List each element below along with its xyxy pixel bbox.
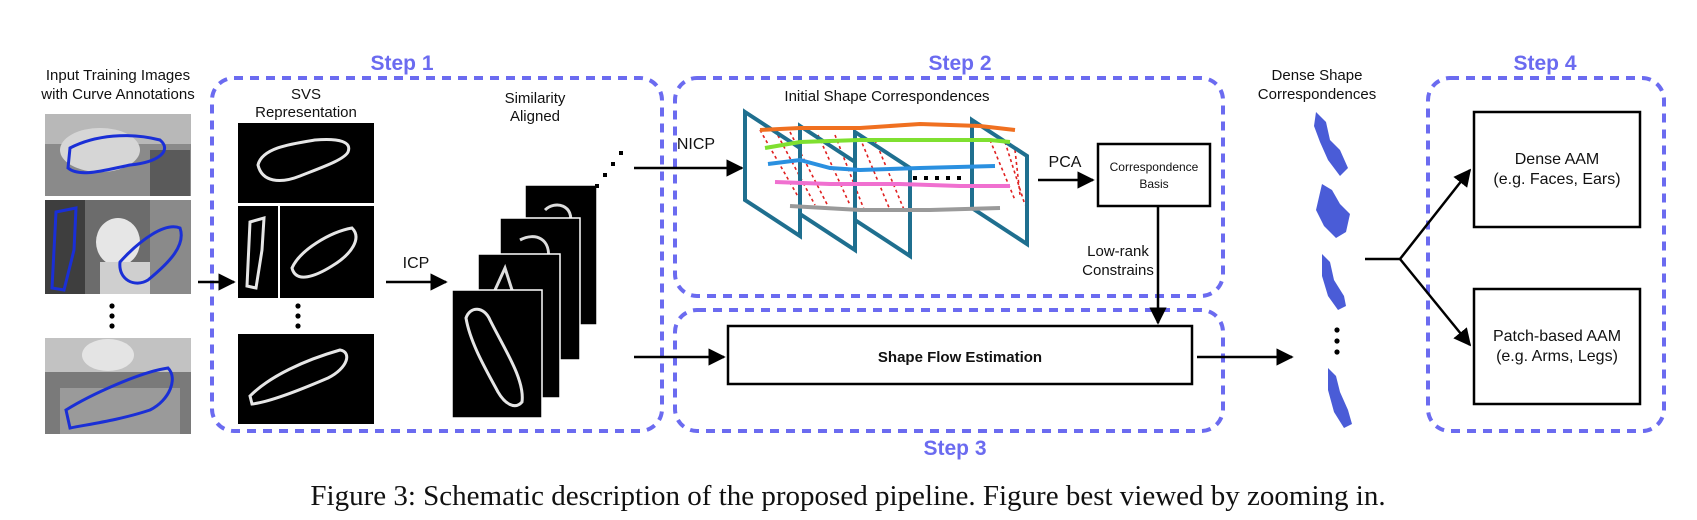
dense-shapes	[1314, 112, 1352, 428]
dense-aam-subtitle: (e.g. Faces, Ears)	[1493, 171, 1620, 188]
aligned-stack	[451, 184, 598, 419]
low-rank-label-line1: Low-rank	[1087, 243, 1149, 260]
correspondence-frames	[743, 108, 1029, 260]
svs-image-1	[238, 123, 374, 203]
input-photo-3	[45, 338, 191, 434]
low-rank-label-line2: Constrains	[1082, 262, 1154, 279]
patch-aam-title: Patch-based AAM	[1493, 328, 1621, 345]
input-images-label-line1: Input Training Images	[46, 67, 190, 84]
dense-aam-title: Dense AAM	[1515, 151, 1599, 168]
pca-label: PCA	[1049, 154, 1082, 171]
input-photo-1	[45, 114, 191, 196]
svs-image-4	[238, 334, 374, 424]
svs-label-line1: SVS	[291, 86, 321, 103]
nicp-label: NICP	[677, 136, 715, 153]
dense-corr-label-line1: Dense Shape	[1272, 67, 1363, 84]
shape-flow-box	[726, 324, 1194, 386]
dense-corr-label-line2: Correspondences	[1258, 86, 1376, 103]
step-1-label: Step 1	[370, 52, 433, 75]
figure-caption: Figure 3: Schematic description of the p…	[310, 480, 1385, 512]
dense-ellipsis	[1334, 327, 1340, 355]
similarity-label-line2: Aligned	[510, 108, 560, 125]
patch-aam-box	[1472, 287, 1642, 406]
branch-arrows	[1365, 168, 1472, 347]
input-photo-2	[45, 200, 191, 294]
correspondence-basis-line2: Basis	[1139, 177, 1168, 191]
svs-image-2	[238, 206, 278, 298]
step-3-box	[673, 308, 1225, 433]
svs-image-3	[280, 206, 374, 298]
svs-label-line2: Representation	[255, 104, 357, 121]
icp-label: ICP	[403, 255, 430, 272]
similarity-label-line1: Similarity	[505, 90, 566, 107]
patch-aam-subtitle: (e.g. Arms, Legs)	[1496, 348, 1618, 365]
step-4-label: Step 4	[1513, 52, 1576, 75]
dense-aam-box	[1472, 110, 1642, 229]
initial-correspondences-label: Initial Shape Correspondences	[784, 88, 989, 105]
step-2-label: Step 2	[928, 52, 991, 75]
step-1-box	[210, 76, 664, 433]
step-3-label: Step 3	[923, 437, 986, 460]
input-ellipsis	[109, 303, 115, 329]
svs-ellipsis	[295, 303, 301, 329]
input-images-label-line2: with Curve Annotations	[40, 86, 194, 103]
step-2-box	[673, 76, 1225, 298]
aligned-ellipsis	[595, 151, 623, 188]
correspondence-basis-box	[1096, 142, 1212, 208]
step-4-box	[1426, 76, 1666, 433]
correspondence-basis-line1: Correspondence	[1110, 160, 1199, 174]
shape-flow-label: Shape Flow Estimation	[878, 349, 1042, 366]
